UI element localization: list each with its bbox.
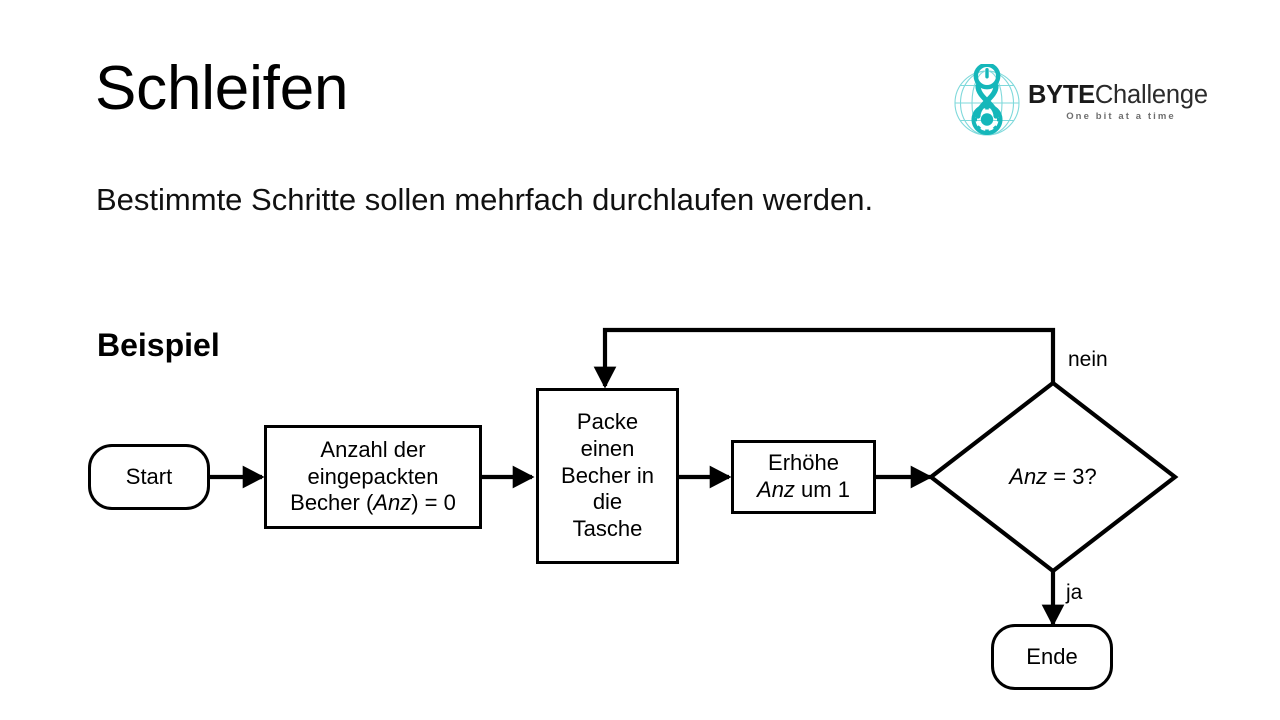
edge-decision-no-loop-to-pack	[593, 327, 1056, 389]
node-start[interactable]	[88, 444, 210, 510]
node-increment[interactable]	[731, 440, 876, 514]
slide-subtitle: Bestimmte Schritte sollen mehrfach durch…	[96, 182, 874, 217]
logo-wordmark: BYTEChallenge One bit at a time	[1028, 81, 1208, 129]
section-heading-beispiel: Beispiel	[97, 327, 220, 363]
node-pack[interactable]	[536, 388, 679, 564]
page-title: Schleifen	[95, 54, 349, 123]
logo-brand-light: Challenge	[1094, 81, 1208, 109]
node-decision-shape	[927, 380, 1179, 574]
edge-label-ja: ja	[1066, 581, 1083, 604]
node-init[interactable]	[264, 425, 482, 529]
edge-label-nein: nein	[1068, 348, 1108, 371]
logo-tagline: One bit at a time	[1066, 111, 1176, 122]
node-end[interactable]	[991, 624, 1113, 690]
globe-power-gear-icon	[948, 62, 1026, 142]
byte-challenge-logo: BYTEChallenge One bit at a time	[948, 62, 1208, 144]
logo-brand-bold: BYTE	[1028, 81, 1095, 109]
